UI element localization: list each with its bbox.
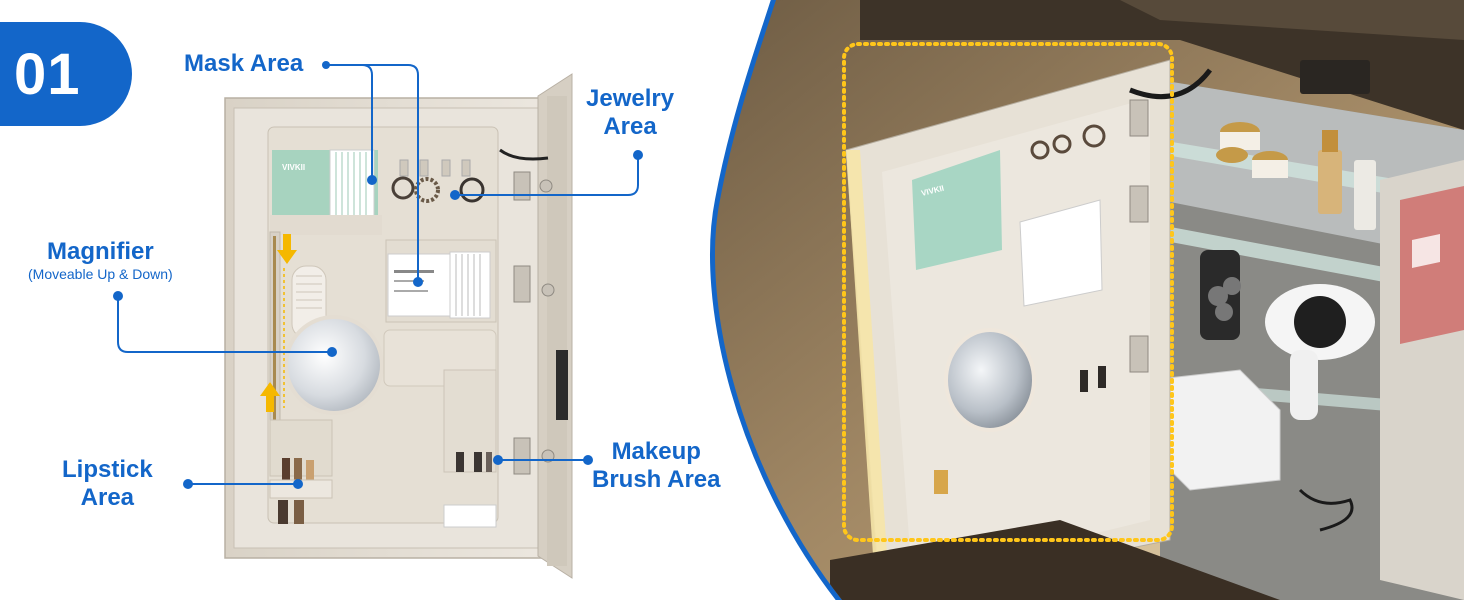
led-highlight-frame bbox=[842, 42, 1174, 542]
callout-lines bbox=[117, 64, 639, 485]
jewelry-area-line1: Jewelry bbox=[586, 85, 675, 112]
door-hinges bbox=[513, 171, 555, 475]
shelf-jars bbox=[1216, 122, 1376, 230]
magnifier-sublabel: (Moveable Up & Down) bbox=[28, 266, 173, 282]
hair-dryer bbox=[1265, 284, 1375, 420]
move-arrows bbox=[260, 234, 297, 412]
mask-pocket-middle bbox=[385, 239, 497, 323]
jewelry-area-line2: Area bbox=[603, 113, 657, 140]
lipstick-holder bbox=[269, 419, 333, 524]
magnifier-text: Magnifier bbox=[47, 238, 154, 265]
makeup-bottles bbox=[456, 452, 492, 472]
mask-area-text: Mask Area bbox=[184, 50, 304, 77]
callout-dots bbox=[113, 61, 643, 489]
jewelry-area-label: Jewelry Area bbox=[586, 85, 674, 141]
lipstick-area-label: Lipstick Area bbox=[62, 456, 153, 512]
cabinet-photo: VIVKII bbox=[715, 0, 1464, 600]
mask-brand-left: VIVKII bbox=[282, 163, 305, 172]
makeup-brush-area-label: Makeup Brush Area bbox=[592, 438, 720, 494]
jewelry-hooks bbox=[391, 159, 485, 203]
step-number: 01 bbox=[14, 41, 81, 107]
cabinet-door-diagram: VIVKII bbox=[224, 73, 573, 579]
magnifier-label: Magnifier (Moveable Up & Down) bbox=[28, 238, 173, 282]
makeup-brush-line1: Makeup bbox=[611, 438, 701, 465]
mask-pocket-top: VIVKII bbox=[270, 149, 382, 235]
shaver bbox=[1200, 250, 1241, 340]
lipstick-area-line1: Lipstick bbox=[62, 456, 153, 483]
mask-area-label: Mask Area bbox=[184, 50, 303, 78]
step-badge: 01 bbox=[0, 22, 132, 126]
lipstick-area-line2: Area bbox=[80, 484, 135, 511]
makeup-brush-line2: Brush Area bbox=[592, 466, 721, 493]
magnifier-mirror bbox=[284, 315, 384, 415]
